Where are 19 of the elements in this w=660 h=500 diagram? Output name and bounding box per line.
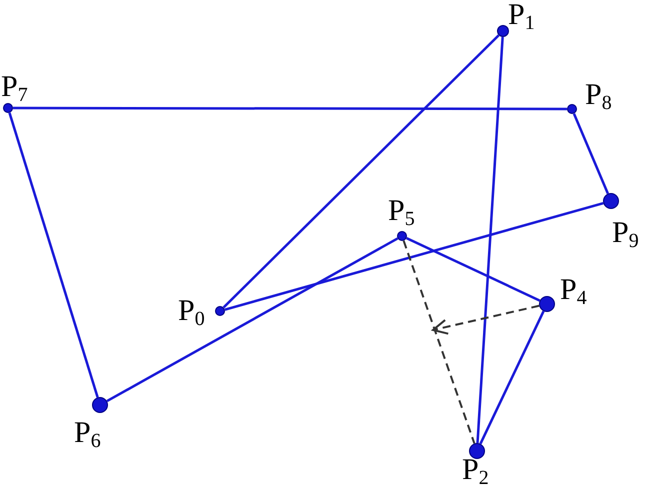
point-label: P$_{9}$ — [612, 218, 639, 248]
line-segment — [224, 202, 604, 311]
line-segment — [572, 113, 610, 194]
dashed-arrow — [430, 304, 540, 335]
point-label: P$_{8}$ — [585, 80, 612, 110]
line-segment — [479, 310, 545, 444]
line-segment — [222, 34, 500, 308]
point-label: P$_{1}$ — [508, 0, 535, 30]
point-label: P$_{6}$ — [74, 418, 101, 448]
point-label: P$_{4}$ — [560, 275, 587, 305]
line-segment — [406, 237, 540, 302]
point-label: P$_{2}$ — [462, 455, 489, 485]
point-label: P$_{5}$ — [388, 196, 415, 226]
line-segment — [13, 106, 567, 110]
point-label: P$_{0}$ — [178, 296, 205, 326]
line-segment — [106, 237, 398, 402]
line-segment — [476, 36, 504, 444]
point-label: P$_{7}$ — [1, 72, 28, 102]
line-segment — [8, 112, 99, 398]
